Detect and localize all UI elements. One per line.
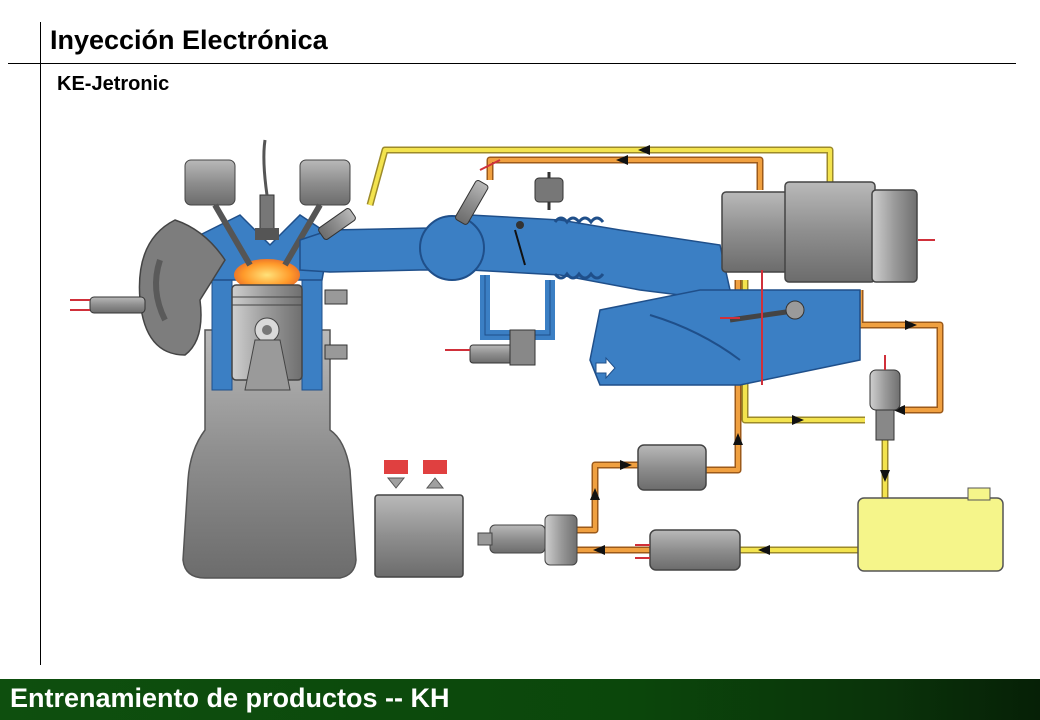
fuel-distributor	[720, 181, 935, 385]
intake-manifold	[299, 214, 861, 386]
fuel-filter	[637, 444, 707, 491]
fuel-injector	[318, 159, 501, 240]
auxiliary-air-valve	[445, 329, 536, 366]
page-title: Inyección Electrónica	[50, 25, 328, 55]
thermo-time-switch	[534, 172, 564, 210]
page-subtitle: KE-Jetronic	[57, 73, 170, 95]
electric-fuel-pump	[635, 529, 741, 571]
footer-bar: Entrenamiento de productos -- KH	[0, 679, 1040, 720]
pressure-regulator	[869, 355, 901, 441]
footer-text: Entrenamiento de productos -- KH	[10, 683, 450, 713]
air-inlet-arrow-icon	[595, 356, 616, 380]
header-rule	[8, 63, 1016, 64]
left-rule	[40, 22, 41, 665]
pressure-arrow-icon	[590, 145, 917, 555]
cold-start-valve	[70, 296, 146, 314]
electrical-signal-icon	[384, 460, 447, 489]
fuel-tank	[857, 487, 1004, 572]
control-unit	[374, 494, 464, 578]
engine-cylinder	[138, 139, 357, 579]
fuel-accumulator	[477, 514, 578, 566]
